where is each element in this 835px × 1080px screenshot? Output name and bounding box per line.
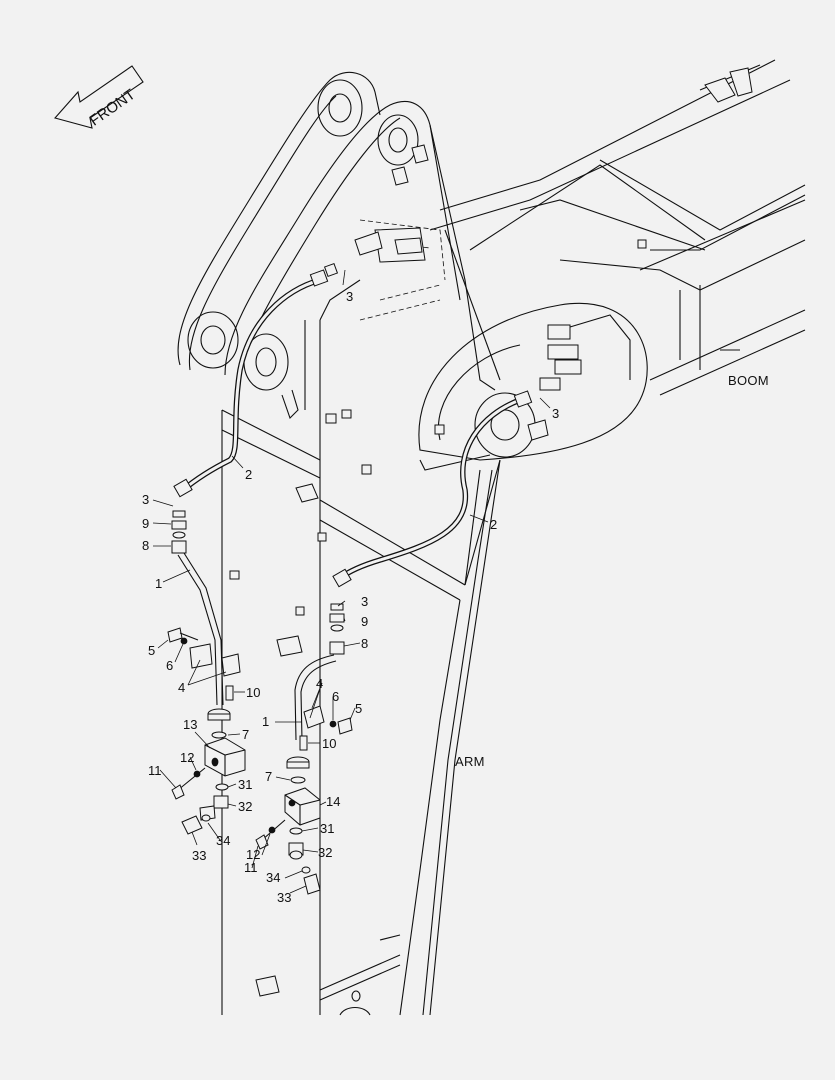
arm-structure	[221, 320, 501, 1016]
callout-31: 31	[320, 821, 334, 836]
callout-9: 9	[361, 614, 368, 629]
callout-34: 34	[216, 833, 230, 848]
callout-3: 3	[346, 289, 353, 304]
callout-1: 1	[155, 576, 162, 591]
callout-8: 8	[361, 636, 368, 651]
callout-6: 6	[166, 658, 173, 673]
callout-32: 32	[318, 845, 332, 860]
callout-13: 13	[183, 717, 197, 732]
callout-33: 33	[192, 848, 206, 863]
callout-33: 33	[277, 890, 291, 905]
callout-10: 10	[322, 736, 336, 751]
callout-12: 12	[180, 750, 194, 765]
callout-11: 11	[148, 763, 162, 778]
leader-lines	[152, 269, 551, 894]
callout-4: 4	[316, 676, 323, 691]
boom-structure	[418, 59, 806, 471]
callout-10: 10	[246, 685, 260, 700]
callout-2: 2	[245, 467, 252, 482]
callout-2: 2	[490, 517, 497, 532]
callout-4: 4	[178, 680, 185, 695]
pipe-assembly-left	[167, 510, 246, 835]
callout-34: 34	[266, 870, 280, 885]
callout-3: 3	[142, 492, 149, 507]
callout-11: 11	[244, 860, 258, 875]
callout-32: 32	[238, 799, 252, 814]
callout-7: 7	[265, 769, 272, 784]
arm-label: ARM	[455, 754, 485, 769]
callout-1: 1	[262, 714, 269, 729]
callout-5: 5	[355, 701, 362, 716]
callout-3: 3	[552, 406, 559, 421]
hose-left	[173, 262, 339, 498]
callout-8: 8	[142, 538, 149, 553]
callout-6: 6	[332, 689, 339, 704]
front-arrow: FRONT	[54, 65, 144, 129]
pipe-assembly-right	[255, 603, 353, 895]
callout-14: 14	[326, 794, 340, 809]
boom-label: BOOM	[728, 373, 769, 388]
callout-3: 3	[361, 594, 368, 609]
callout-5: 5	[148, 643, 155, 658]
callout-numbers: 3 3 2 2 3 9 8 1 5 6 4 10 13 7 12 11 31 3…	[142, 289, 559, 905]
callout-9: 9	[142, 516, 149, 531]
callout-7: 7	[242, 727, 249, 742]
hose-right	[332, 390, 533, 588]
callout-12: 12	[246, 847, 260, 862]
callout-31: 31	[238, 777, 252, 792]
arm-bracket	[177, 71, 647, 475]
